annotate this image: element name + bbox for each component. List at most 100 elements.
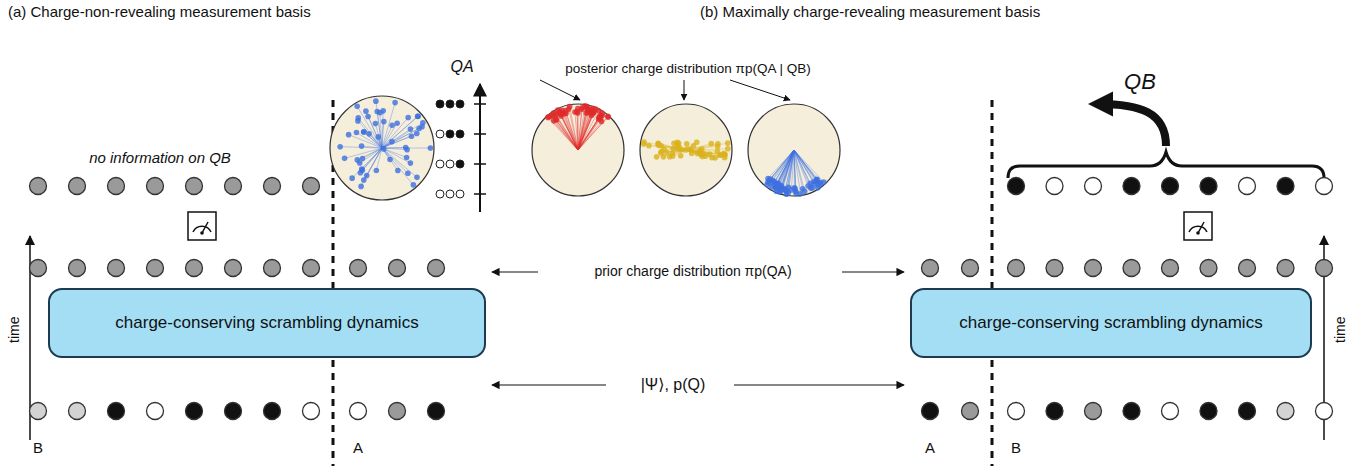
qubit — [30, 178, 47, 195]
state-dot — [721, 150, 727, 156]
qubit — [186, 260, 203, 277]
axis-tick — [474, 193, 486, 195]
tick-dot — [436, 190, 444, 198]
qubit — [303, 260, 320, 277]
state-dot — [782, 187, 788, 193]
state-dot — [675, 139, 681, 145]
state-dot — [404, 147, 410, 153]
state-dot — [373, 121, 379, 127]
tick-dot — [446, 190, 454, 198]
state-vector — [578, 106, 585, 150]
state-vector — [779, 150, 794, 186]
tick-dot — [446, 160, 454, 168]
state-dot — [346, 132, 352, 138]
region-label: A — [353, 440, 363, 457]
state-dot — [558, 113, 564, 119]
state-vector — [794, 150, 814, 182]
annotation: prior charge distribution πp(QA) — [591, 264, 794, 279]
state-dot — [641, 141, 647, 147]
qubit — [1277, 403, 1294, 420]
region-label: B — [1011, 440, 1021, 457]
state-vector — [552, 115, 578, 150]
state-dot — [414, 131, 420, 137]
qubit — [1085, 403, 1102, 420]
bloch-sphere — [330, 96, 434, 200]
state-vector — [781, 150, 794, 190]
state-vector — [548, 117, 578, 150]
state-dot — [684, 141, 690, 147]
state-dot — [394, 120, 400, 126]
qubit — [922, 403, 939, 420]
state-dot — [354, 130, 360, 136]
state-vector — [382, 148, 413, 185]
info-arrow — [1098, 104, 1166, 146]
state-dot — [373, 98, 379, 104]
qubit — [147, 178, 164, 195]
state-dot — [659, 149, 665, 155]
axis-label: time — [1332, 317, 1347, 343]
tick-dot — [456, 190, 464, 198]
state-dot — [342, 156, 348, 162]
state-dot — [377, 110, 383, 116]
state-vector — [794, 150, 818, 188]
state-dot — [381, 119, 387, 125]
pointer-arrow — [842, 271, 904, 272]
state-dot — [411, 182, 417, 188]
state-dot — [358, 184, 364, 190]
tick-dot — [456, 130, 464, 138]
qubit — [1046, 178, 1063, 195]
state-dot — [354, 104, 360, 110]
panel-title: (a) Charge-non-revealing measurement bas… — [8, 4, 311, 21]
region-label: B — [33, 440, 43, 457]
axis-label: QA — [450, 58, 473, 76]
state-vector — [794, 150, 814, 184]
state-dot — [359, 143, 365, 149]
qubit — [303, 403, 320, 420]
qubit — [1239, 260, 1256, 277]
state-dot — [600, 113, 606, 119]
state-vector — [349, 135, 382, 148]
state-dot — [365, 114, 371, 120]
pointer-arrow — [492, 271, 538, 272]
qubit — [69, 260, 86, 277]
state-dot — [811, 179, 817, 185]
qubit — [147, 260, 164, 277]
state-dot — [572, 109, 578, 115]
state-dot — [337, 144, 343, 150]
state-vector — [777, 150, 794, 184]
state-vector — [778, 150, 794, 183]
pointer-arrow — [684, 80, 685, 100]
state-vector — [556, 120, 578, 150]
qubit — [108, 178, 125, 195]
qubit — [1008, 260, 1025, 277]
state-dot — [715, 141, 721, 147]
state-dot — [414, 175, 420, 181]
state-vector — [358, 121, 382, 148]
qubit — [108, 260, 125, 277]
qubit — [962, 260, 979, 277]
qubit — [1200, 403, 1217, 420]
qubit — [1123, 403, 1140, 420]
cut-line — [991, 100, 994, 466]
qubit — [350, 403, 367, 420]
meter-icon — [188, 212, 216, 240]
axis-label: time — [6, 317, 21, 343]
tick-dot — [446, 130, 454, 138]
tick-dot — [436, 100, 444, 108]
state-vector — [382, 123, 397, 148]
qubit — [1239, 178, 1256, 195]
state-vector — [578, 108, 593, 150]
qubit — [264, 260, 281, 277]
qubit — [1200, 178, 1217, 195]
qubit — [1123, 178, 1140, 195]
qubit — [186, 403, 203, 420]
qubit — [1123, 260, 1140, 277]
qubit — [264, 403, 281, 420]
state-vector — [340, 147, 382, 148]
qubit — [389, 260, 406, 277]
state-dot — [667, 154, 673, 160]
state-dot — [784, 191, 790, 197]
qubit — [1046, 260, 1063, 277]
state-vector — [382, 116, 418, 148]
qubit — [30, 403, 47, 420]
